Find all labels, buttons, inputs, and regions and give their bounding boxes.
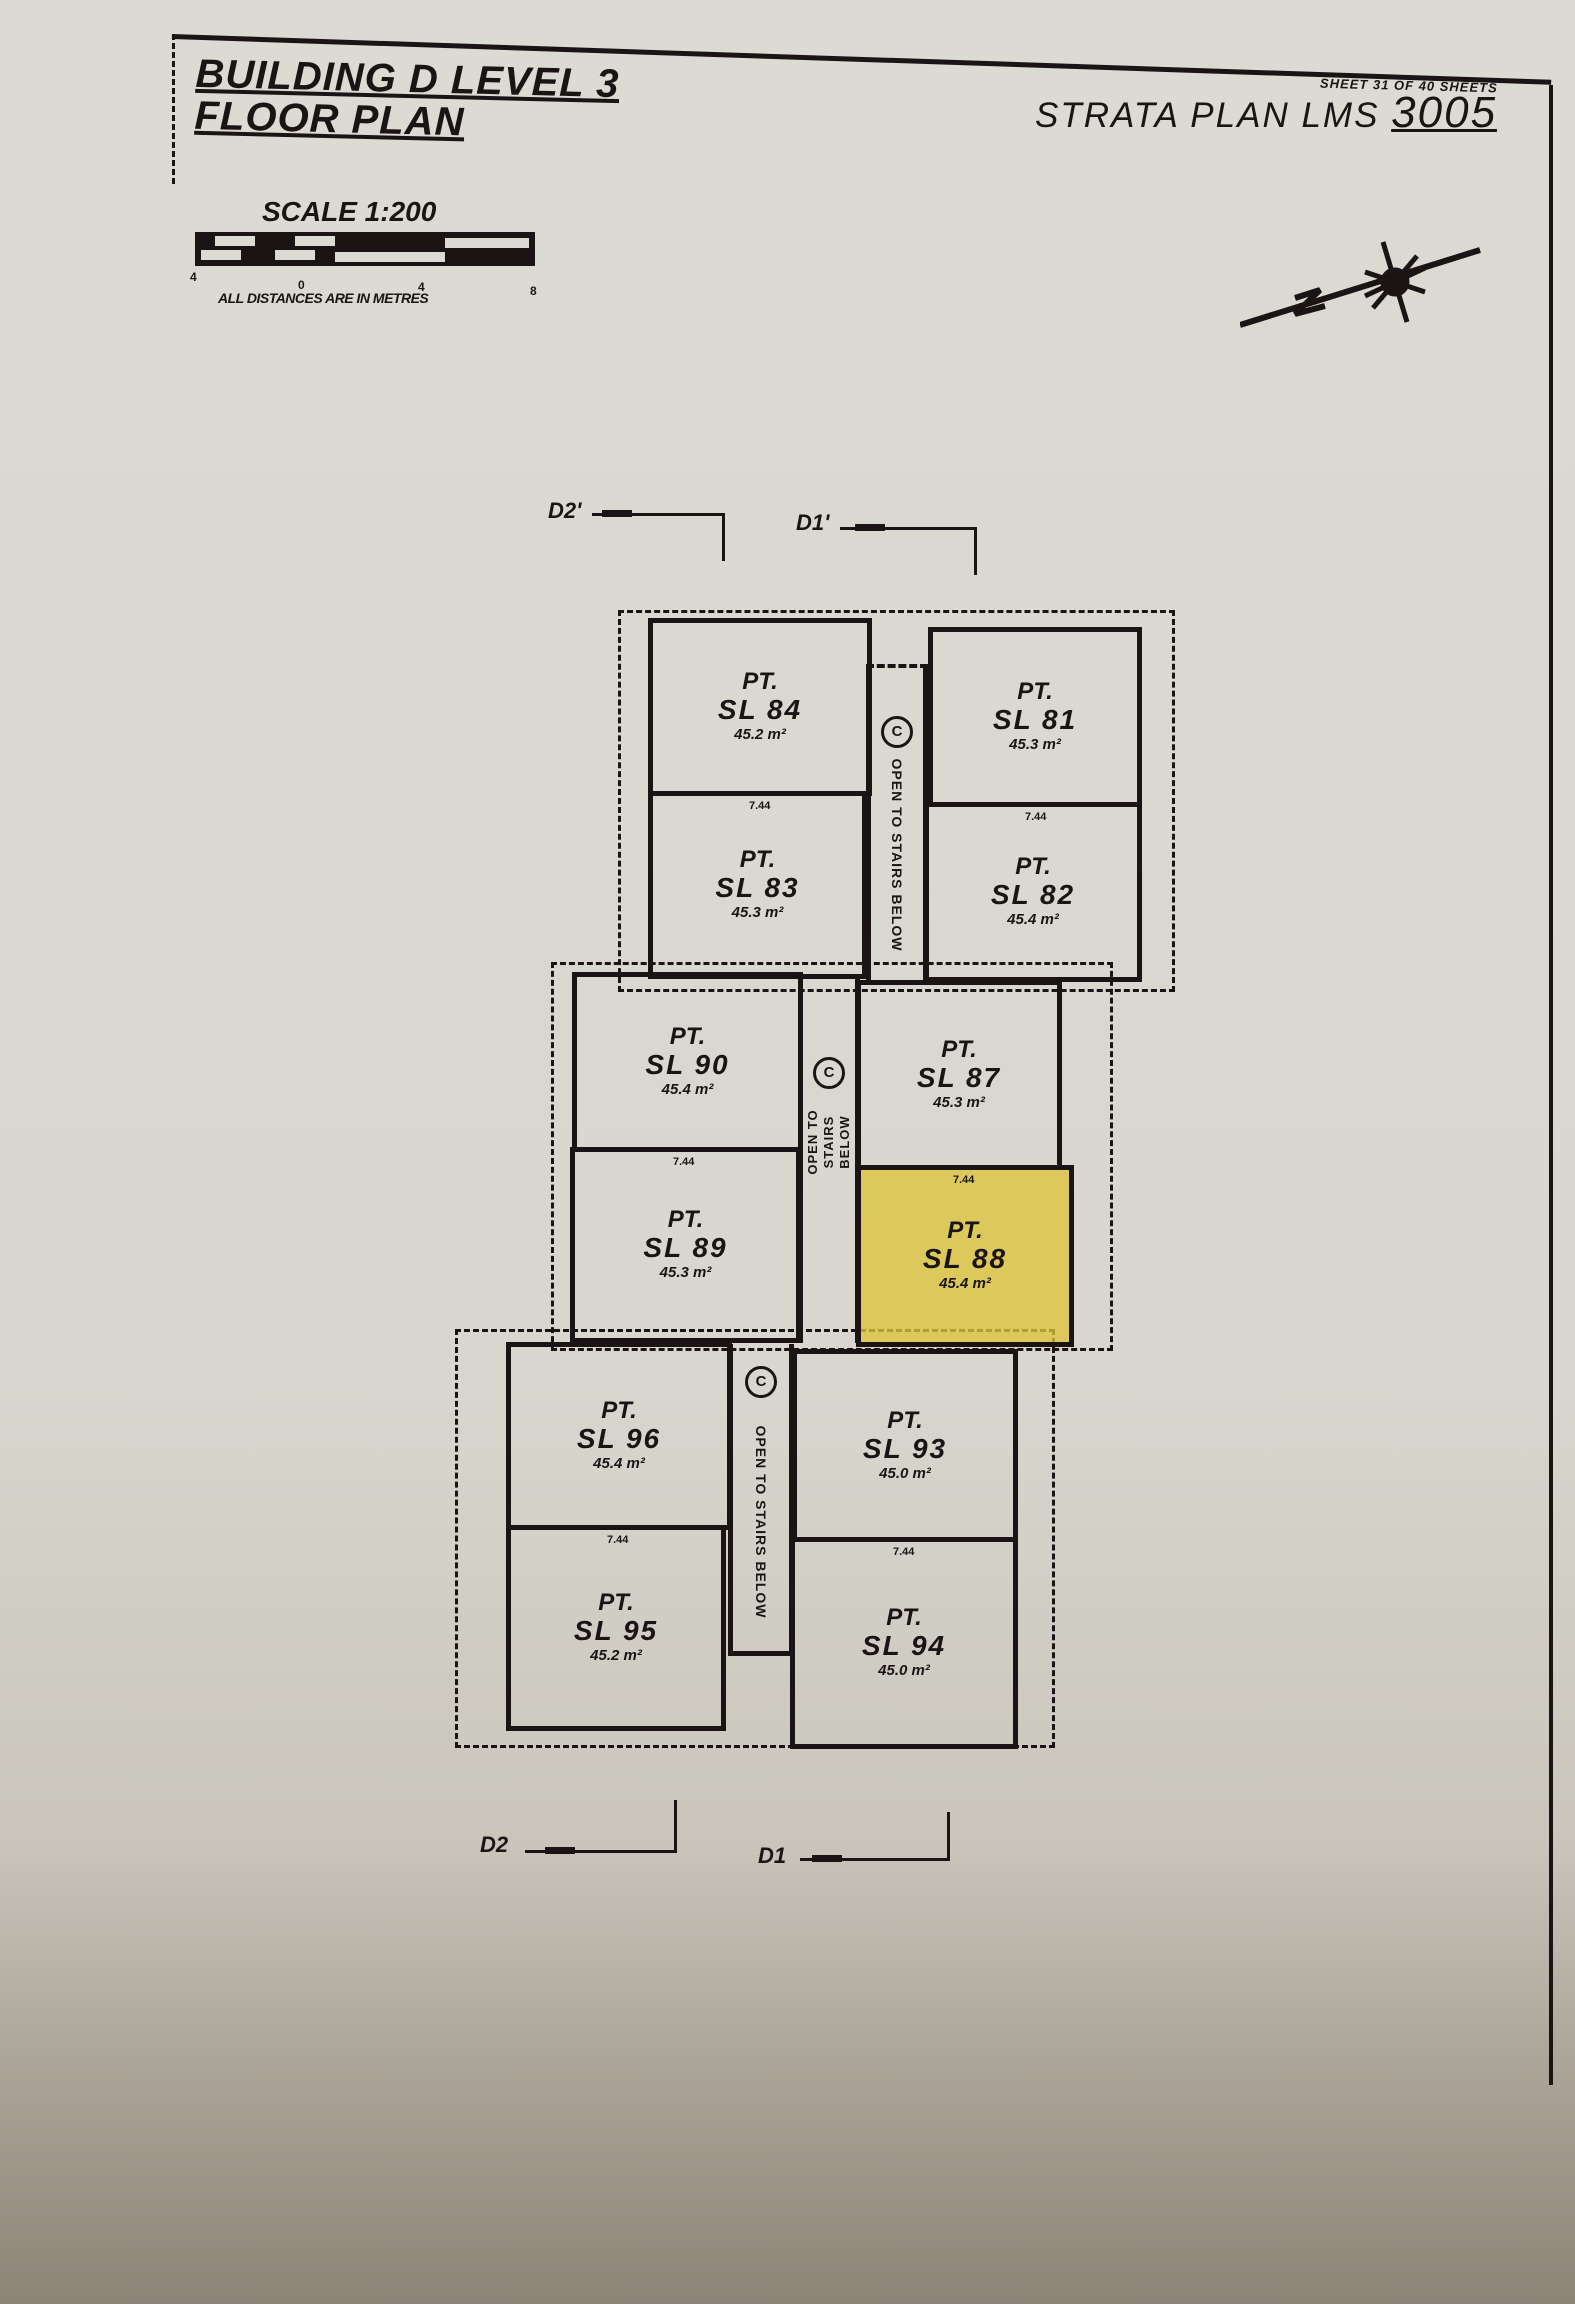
stair-opening-top: C OPEN TO STAIRS BELOW (866, 664, 928, 980)
section-arrow-icon (602, 510, 632, 517)
section-tick (722, 513, 725, 561)
unit-number: SL 82 (990, 879, 1076, 910)
common-property-icon: C (813, 1057, 845, 1089)
scale-tick: 0 (298, 278, 305, 292)
stair-opening-middle: C OPEN TO STAIRS BELOW (798, 977, 860, 1343)
strata-lot-87[interactable]: PT. SL 87 45.3 m² (856, 980, 1062, 1170)
section-marker-d2-prime: D2' (548, 498, 582, 523)
strata-lot-88-highlighted[interactable]: 7.44 PT. SL 88 45.4 m² (856, 1165, 1074, 1347)
unit-pt: PT. (739, 846, 776, 873)
limited-common-outline-bottom (455, 1329, 1055, 1748)
unit-pt: PT. (601, 1397, 637, 1424)
strata-lot-81[interactable]: PT. SL 81 45.3 m² (928, 627, 1142, 807)
scale-tick: 4 (190, 270, 197, 284)
strata-lot-93[interactable]: PT. SL 93 45.0 m² (792, 1349, 1018, 1542)
common-property-icon: C (745, 1366, 777, 1398)
unit-area: 45.0 m² (879, 1464, 931, 1482)
scale-tick: 8 (530, 284, 537, 298)
unit-area: 45.0 m² (878, 1662, 930, 1679)
strata-lot-94[interactable]: 7.44 PT. SL 94 45.0 m² (790, 1537, 1018, 1749)
unit-pt: PT. (669, 1023, 706, 1050)
unit-area: 45.4 m² (661, 1081, 714, 1098)
section-line (800, 1858, 950, 1861)
unit-pt: PT. (886, 1604, 922, 1631)
section-line (840, 527, 976, 530)
dimension-label: 7.44 (893, 1546, 915, 1558)
section-line (525, 1850, 677, 1853)
dimension-label: 7.44 (953, 1174, 975, 1186)
section-marker-d1-prime: D1' (796, 510, 830, 535)
dimension-label: 7.44 (1025, 811, 1047, 823)
north-arrow-icon (1240, 241, 1481, 328)
unit-number: SL 83 (715, 872, 800, 903)
common-property-icon: C (881, 716, 913, 748)
unit-pt: PT. (667, 1206, 704, 1233)
unit-area: 45.2 m² (590, 1647, 642, 1664)
stair-opening-bottom: C OPEN TO STAIRS BELOW (728, 1344, 794, 1656)
unit-number: SL 81 (992, 704, 1078, 735)
unit-pt: PT. (598, 1589, 634, 1616)
sheet-frame-right (1549, 85, 1553, 2085)
unit-area: 45.4 m² (1007, 911, 1059, 928)
unit-number: SL 95 (573, 1615, 659, 1646)
strata-lot-82[interactable]: 7.44 PT. SL 82 45.4 m² (924, 802, 1142, 982)
section-tick (974, 527, 977, 575)
limited-common-outline-top (618, 610, 1175, 992)
scale-tick: 4 (418, 280, 425, 294)
unit-number: SL 89 (643, 1232, 728, 1263)
section-marker-d1: D1 (758, 1843, 787, 1868)
unit-area: 45.3 m² (933, 1094, 985, 1111)
unit-area: 45.4 m² (939, 1275, 991, 1292)
section-line (592, 513, 724, 516)
unit-pt: PT. (1015, 853, 1051, 880)
distances-note: ALL DISTANCES ARE IN METRES (218, 290, 429, 306)
unit-area: 45.3 m² (731, 904, 784, 921)
scale-label: SCALE 1:200 (262, 196, 437, 227)
unit-number: SL 96 (576, 1423, 662, 1454)
section-marker-d2: D2 (480, 1832, 509, 1857)
unit-area: 45.2 m² (734, 726, 786, 743)
scale-bar-icon (195, 232, 535, 266)
section-arrow-icon (812, 1855, 842, 1862)
unit-area: 45.4 m² (593, 1455, 645, 1472)
stair-opening-label: OPEN TO STAIRS BELOW (753, 1425, 769, 1619)
unit-number: SL 90 (645, 1049, 730, 1080)
sheet-frame-left (172, 34, 175, 184)
strata-plan-number: 3005 (1391, 88, 1498, 137)
dimension-label: 7.44 (607, 1534, 629, 1546)
unit-number: SL 88 (922, 1243, 1008, 1274)
unit-pt: PT. (1017, 678, 1053, 705)
stair-opening-label: OPEN TO STAIRS BELOW (889, 758, 905, 952)
stair-opening-label: OPEN TO STAIRS BELOW (805, 1109, 852, 1175)
scale-ticks: 4 0 4 8 (190, 270, 540, 298)
strata-lot-83[interactable]: 7.44 PT. SL 83 45.3 m² (648, 791, 867, 979)
dimension-label: 7.44 (673, 1156, 695, 1168)
strata-plan-text: STRATA PLAN LMS (1035, 96, 1380, 135)
strata-lot-90[interactable]: PT. SL 90 45.4 m² (572, 972, 803, 1152)
strata-lot-89[interactable]: 7.44 PT. SL 89 45.3 m² (570, 1147, 801, 1343)
section-tick (947, 1812, 950, 1860)
strata-lot-95[interactable]: 7.44 PT. SL 95 45.2 m² (506, 1525, 726, 1731)
section-arrow-icon (545, 1847, 575, 1854)
strata-lot-96[interactable]: PT. SL 96 45.4 m² (506, 1342, 732, 1530)
unit-pt: PT. (947, 1217, 983, 1244)
unit-pt: PT. (887, 1406, 923, 1434)
unit-number: SL 93 (862, 1432, 948, 1464)
unit-area: 45.3 m² (659, 1264, 712, 1281)
unit-number: SL 84 (717, 694, 803, 725)
strata-lot-84[interactable]: PT. SL 84 45.2 m² (648, 618, 872, 796)
unit-number: SL 94 (861, 1630, 947, 1661)
section-tick (674, 1800, 677, 1852)
strata-plan-label: STRATA PLAN LMS 3005 (1035, 88, 1497, 138)
plan-title: BUILDING D LEVEL 3 FLOOR PLAN (194, 52, 620, 147)
section-arrow-icon (855, 524, 885, 531)
unit-number: SL 87 (916, 1062, 1002, 1093)
unit-pt: PT. (742, 668, 778, 695)
unit-pt: PT. (941, 1036, 977, 1063)
dimension-label: 7.44 (749, 800, 771, 812)
unit-area: 45.3 m² (1009, 736, 1061, 753)
